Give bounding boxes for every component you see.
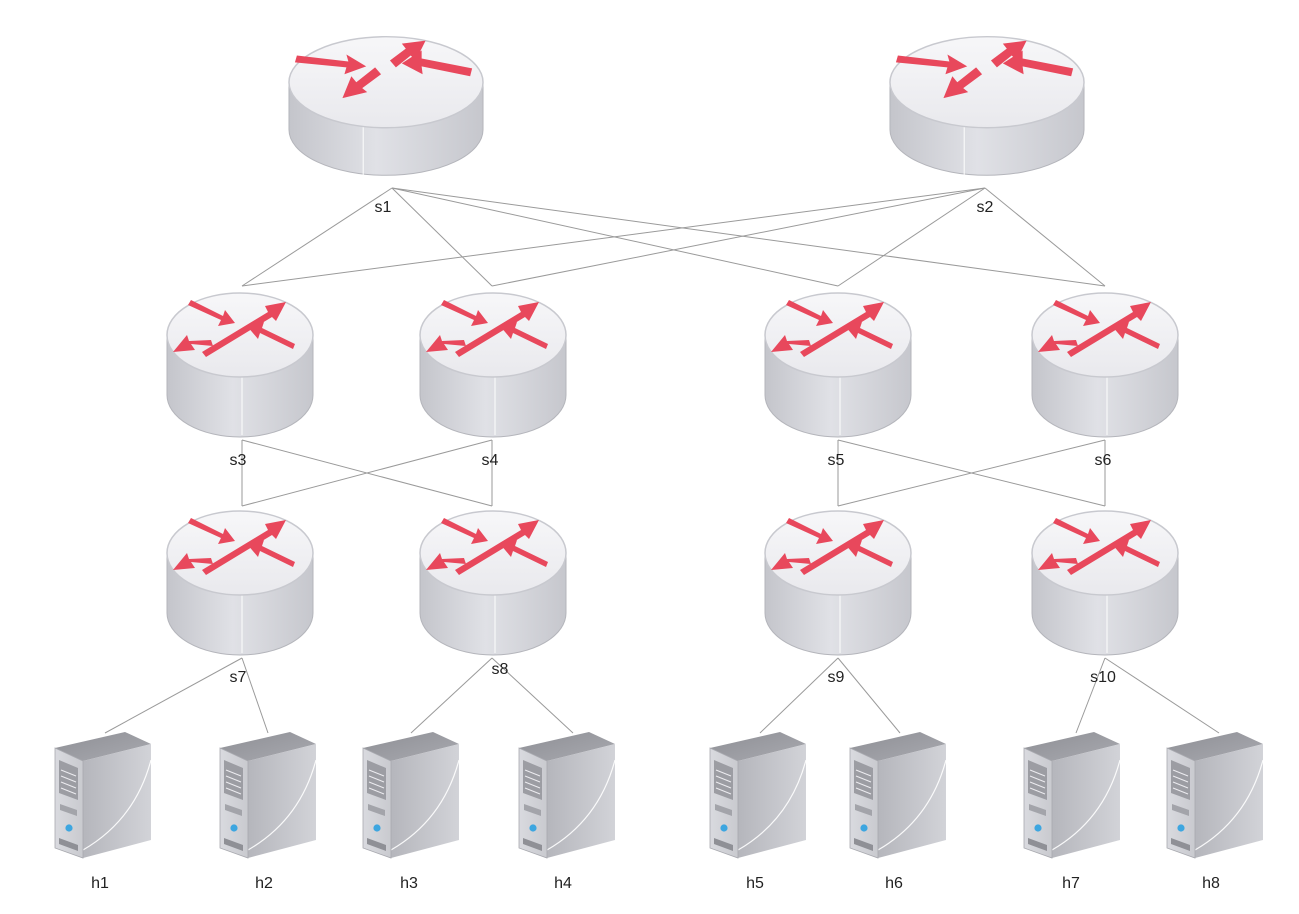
link-s10-h8 <box>1104 657 1220 734</box>
link-s2-s3 <box>241 187 986 287</box>
link-s7-h2 <box>241 657 269 734</box>
node-s1[interactable]: s1 <box>288 35 484 216</box>
switch-icon <box>1031 292 1179 438</box>
server-icon <box>1166 731 1264 859</box>
server-icon <box>362 731 460 859</box>
node-h6[interactable]: h6 <box>849 731 947 892</box>
node-label-s7: s7 <box>230 669 247 686</box>
node-s5[interactable]: s5 <box>764 292 912 469</box>
node-s10[interactable]: s10 <box>1031 510 1179 686</box>
node-label-h5: h5 <box>746 875 764 892</box>
node-s2[interactable]: s2 <box>889 35 1085 216</box>
link-s1-s6 <box>391 187 1106 287</box>
node-label-s10: s10 <box>1090 669 1116 686</box>
link-s8-h4 <box>491 657 574 734</box>
switch-icon <box>419 292 567 438</box>
server-icon <box>1023 731 1121 859</box>
server-icon <box>54 731 152 859</box>
links-layer <box>104 187 1220 734</box>
link-s6-s9 <box>837 439 1106 507</box>
node-label-s9: s9 <box>828 669 845 686</box>
node-h7[interactable]: h7 <box>1023 731 1121 892</box>
link-s2-s6 <box>984 187 1106 287</box>
node-label-s6: s6 <box>1095 452 1112 469</box>
node-label-h7: h7 <box>1062 875 1080 892</box>
node-h1[interactable]: h1 <box>54 731 152 892</box>
nodes-layer: s1 s2 s3 s4 s5 s6 s7 s8 s9 s10 h1 h2 h3 h4 h5 h6 h7 h8 <box>54 35 1264 892</box>
switch-icon <box>764 292 912 438</box>
node-s7[interactable]: s7 <box>166 510 314 686</box>
node-label-h2: h2 <box>255 875 273 892</box>
node-h3[interactable]: h3 <box>362 731 460 892</box>
node-h5[interactable]: h5 <box>709 731 807 892</box>
node-label-s4: s4 <box>482 452 499 469</box>
link-s2-s4 <box>491 187 986 287</box>
link-s7-h1 <box>104 657 243 734</box>
switch-icon <box>166 292 314 438</box>
node-s6[interactable]: s6 <box>1031 292 1179 469</box>
node-label-h6: h6 <box>885 875 903 892</box>
switch-icon <box>419 510 567 656</box>
node-h2[interactable]: h2 <box>219 731 317 892</box>
switch-icon <box>764 510 912 656</box>
node-s8[interactable]: s8 <box>419 510 567 678</box>
switch-icon <box>1031 510 1179 656</box>
link-s2-s5 <box>837 187 986 287</box>
router-icon <box>889 35 1085 177</box>
node-label-h1: h1 <box>91 875 109 892</box>
link-s9-h5 <box>759 657 839 734</box>
node-label-h4: h4 <box>554 875 572 892</box>
server-icon <box>849 731 947 859</box>
node-label-s5: s5 <box>828 452 845 469</box>
switch-icon <box>166 510 314 656</box>
node-s9[interactable]: s9 <box>764 510 912 686</box>
server-icon <box>518 731 616 859</box>
link-s8-h3 <box>410 657 493 734</box>
node-s3[interactable]: s3 <box>166 292 314 469</box>
node-label-h3: h3 <box>400 875 418 892</box>
link-s4-s7 <box>241 439 493 507</box>
link-s10-h7 <box>1075 657 1106 734</box>
link-s1-s3 <box>241 187 393 287</box>
node-label-s3: s3 <box>230 452 247 469</box>
node-label-s1: s1 <box>375 199 392 216</box>
node-label-s2: s2 <box>977 199 994 216</box>
node-h4[interactable]: h4 <box>518 731 616 892</box>
node-h8[interactable]: h8 <box>1166 731 1264 892</box>
server-icon <box>219 731 317 859</box>
node-s4[interactable]: s4 <box>419 292 567 469</box>
router-icon <box>288 35 484 177</box>
node-label-h8: h8 <box>1202 875 1220 892</box>
link-s9-h6 <box>837 657 901 734</box>
node-label-s8: s8 <box>492 661 509 678</box>
server-icon <box>709 731 807 859</box>
link-s1-s4 <box>391 187 493 287</box>
